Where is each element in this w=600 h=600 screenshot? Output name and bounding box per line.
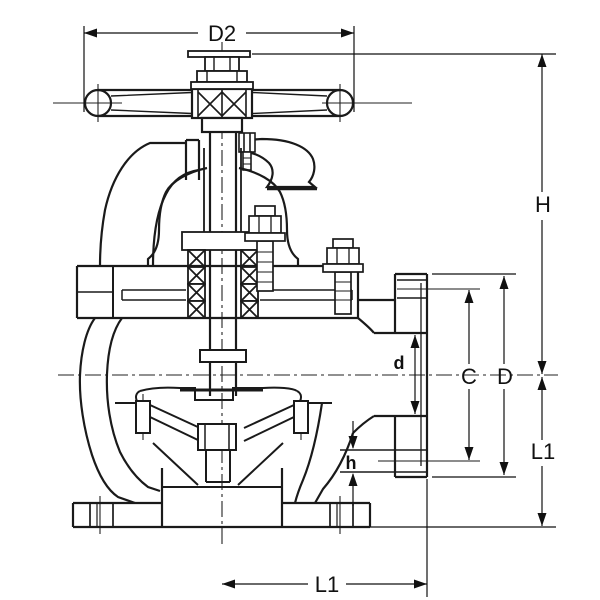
label-h-height: H — [535, 192, 551, 217]
handwheel — [83, 87, 355, 120]
label-d2: D2 — [208, 21, 236, 46]
base-bolt-left — [89, 503, 114, 527]
label-c-bolt-circle: C — [461, 364, 477, 389]
valve-body — [78, 298, 395, 505]
dimension-d-bore — [410, 335, 420, 414]
label-d-bore: d — [394, 353, 405, 373]
flange-bolt-holes — [340, 279, 427, 473]
gland-eye-bolt — [238, 132, 256, 171]
base-flange — [71, 468, 372, 529]
bonnet-flange — [75, 264, 360, 320]
dimension-h-bolt-hole — [348, 421, 358, 506]
dimension-d2 — [83, 26, 355, 112]
stem-nut-stack — [187, 50, 254, 90]
dimension-h-height — [252, 53, 556, 374]
label-d-flange-od: D — [497, 364, 513, 389]
dimensions — [83, 26, 556, 597]
base-bolt-right — [329, 503, 354, 527]
disc-assembly — [135, 349, 309, 486]
packing-gland — [181, 231, 265, 319]
label-h-bolt-hole: h — [346, 453, 357, 473]
label-l1-vertical: L1 — [531, 439, 555, 464]
packing-rings-right — [240, 249, 259, 319]
handwheel-hub — [190, 87, 254, 120]
dimension-l1-horizontal — [222, 479, 428, 597]
gland-bolt — [244, 205, 286, 292]
dimension-d-flange-od — [432, 273, 516, 478]
bonnet-bolts — [244, 205, 364, 315]
yoke-arms — [98, 132, 319, 267]
right-yoke-spout — [242, 137, 319, 191]
dimension-l1-vertical — [370, 377, 556, 528]
outlet-flange — [340, 272, 480, 479]
dimension-c-bolt-circle — [464, 290, 474, 460]
bonnet-stud-bolt — [322, 238, 364, 315]
label-l1-horizontal: L1 — [315, 572, 339, 597]
packing-rings-left — [187, 249, 206, 319]
